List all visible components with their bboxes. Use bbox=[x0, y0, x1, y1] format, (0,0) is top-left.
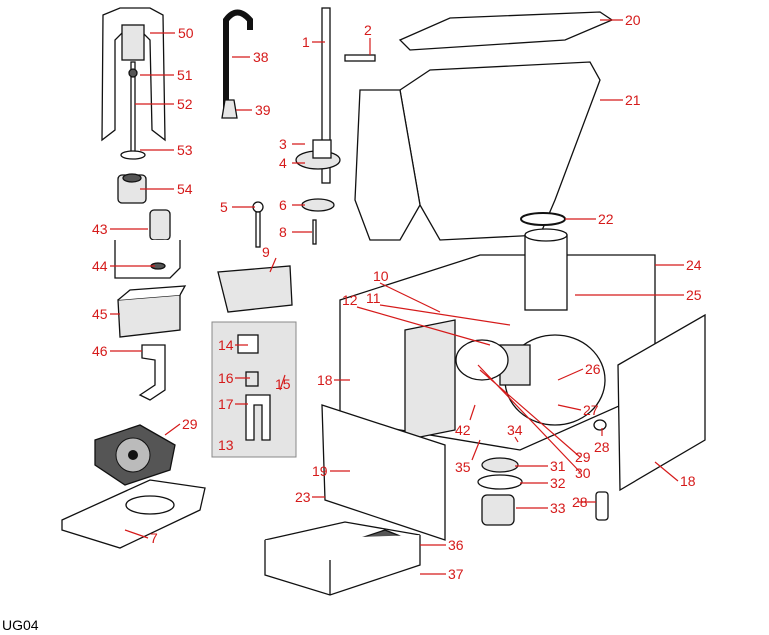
label-30: 30 bbox=[575, 465, 591, 481]
label-46: 46 bbox=[92, 343, 108, 359]
part-54-motor-coupling bbox=[117, 173, 147, 204]
label-23: 23 bbox=[295, 489, 311, 505]
part-2-pin bbox=[344, 54, 376, 62]
label-2: 2 bbox=[364, 22, 372, 38]
label-50: 50 bbox=[178, 25, 194, 41]
label-19: 19 bbox=[312, 463, 328, 479]
label-7: 7 bbox=[150, 530, 158, 546]
label-33: 33 bbox=[550, 500, 566, 516]
label-11: 11 bbox=[366, 290, 381, 306]
label-26: 26 bbox=[585, 361, 601, 377]
part-45-tray bbox=[117, 285, 187, 338]
label-13: 13 bbox=[218, 437, 234, 453]
part-7-base-plate bbox=[61, 479, 206, 549]
label-25: 25 bbox=[686, 287, 702, 303]
label-35: 35 bbox=[455, 459, 471, 475]
label-16: 16 bbox=[218, 370, 234, 386]
part-29-fan bbox=[94, 424, 176, 486]
label-32: 32 bbox=[550, 475, 566, 491]
part-18-side-panel bbox=[617, 313, 706, 492]
part-1-pipe bbox=[321, 7, 331, 184]
part-22-gasket bbox=[520, 212, 566, 226]
label-43: 43 bbox=[92, 221, 108, 237]
label-12: 12 bbox=[342, 292, 358, 308]
label-28-foot: 28 bbox=[572, 494, 588, 510]
label-36: 36 bbox=[448, 537, 464, 553]
label-8: 8 bbox=[279, 224, 287, 240]
part-28-foot bbox=[595, 491, 609, 521]
label-6: 6 bbox=[279, 197, 287, 213]
leader-lines bbox=[110, 19, 684, 575]
part-28-foot-small bbox=[593, 419, 607, 431]
label-20: 20 bbox=[625, 12, 641, 28]
part-5-valve bbox=[252, 201, 264, 248]
label-14: 14 bbox=[218, 337, 234, 353]
part-8-screw bbox=[312, 219, 317, 245]
label-4: 4 bbox=[279, 155, 287, 171]
label-51: 51 bbox=[177, 67, 193, 83]
label-21: 21 bbox=[625, 92, 641, 108]
label-5: 5 bbox=[220, 199, 228, 215]
label-24: 24 bbox=[686, 257, 702, 273]
label-22: 22 bbox=[598, 211, 614, 227]
part-33-motor bbox=[481, 494, 515, 526]
part-4-pump bbox=[295, 139, 341, 170]
part-50-whipper-frame bbox=[101, 7, 166, 142]
label-54: 54 bbox=[177, 181, 193, 197]
solenoid-kit-box bbox=[211, 321, 297, 458]
part-31-32-motor-plate bbox=[477, 457, 523, 490]
part-39-nozzle bbox=[221, 99, 238, 119]
part-9-drip-cover bbox=[217, 265, 293, 313]
label-45: 45 bbox=[92, 306, 108, 322]
part-21-bowl bbox=[354, 61, 601, 241]
label-44: 44 bbox=[92, 258, 108, 274]
part-46-lever bbox=[138, 344, 166, 401]
label-1: 1 bbox=[302, 34, 310, 50]
label-3: 3 bbox=[279, 136, 287, 152]
label-37: 37 bbox=[448, 566, 464, 582]
label-42: 42 bbox=[455, 422, 471, 438]
part-condenser bbox=[404, 319, 456, 441]
label-31: 31 bbox=[550, 458, 566, 474]
part-44-bracket bbox=[114, 240, 181, 279]
part-compressor bbox=[455, 334, 606, 426]
label-38: 38 bbox=[253, 49, 269, 65]
label-52: 52 bbox=[177, 96, 193, 112]
label-29-compressor: 29 bbox=[575, 449, 591, 465]
part-20-lid bbox=[398, 11, 614, 51]
label-18: 18 bbox=[317, 372, 333, 388]
label-9: 9 bbox=[262, 244, 270, 260]
label-17: 17 bbox=[218, 396, 234, 412]
part-19-front-panel bbox=[321, 404, 446, 541]
part-37-drip-tray bbox=[264, 535, 421, 596]
chassis-frame bbox=[339, 228, 656, 451]
part-6-rotor bbox=[301, 198, 335, 212]
label-27: 27 bbox=[583, 402, 599, 418]
part-52-shaft bbox=[120, 61, 146, 160]
label-28: 28 bbox=[594, 439, 610, 455]
label-53: 53 bbox=[177, 142, 193, 158]
part-38-tube bbox=[223, 9, 253, 110]
diagram-code: UG04 bbox=[2, 617, 39, 633]
label-34: 34 bbox=[507, 422, 523, 438]
label-15: 15 bbox=[275, 376, 291, 392]
label-29: 29 bbox=[182, 416, 198, 432]
label-10: 10 bbox=[373, 268, 389, 284]
label-39: 39 bbox=[255, 102, 271, 118]
label-18-side: 18 bbox=[680, 473, 696, 489]
